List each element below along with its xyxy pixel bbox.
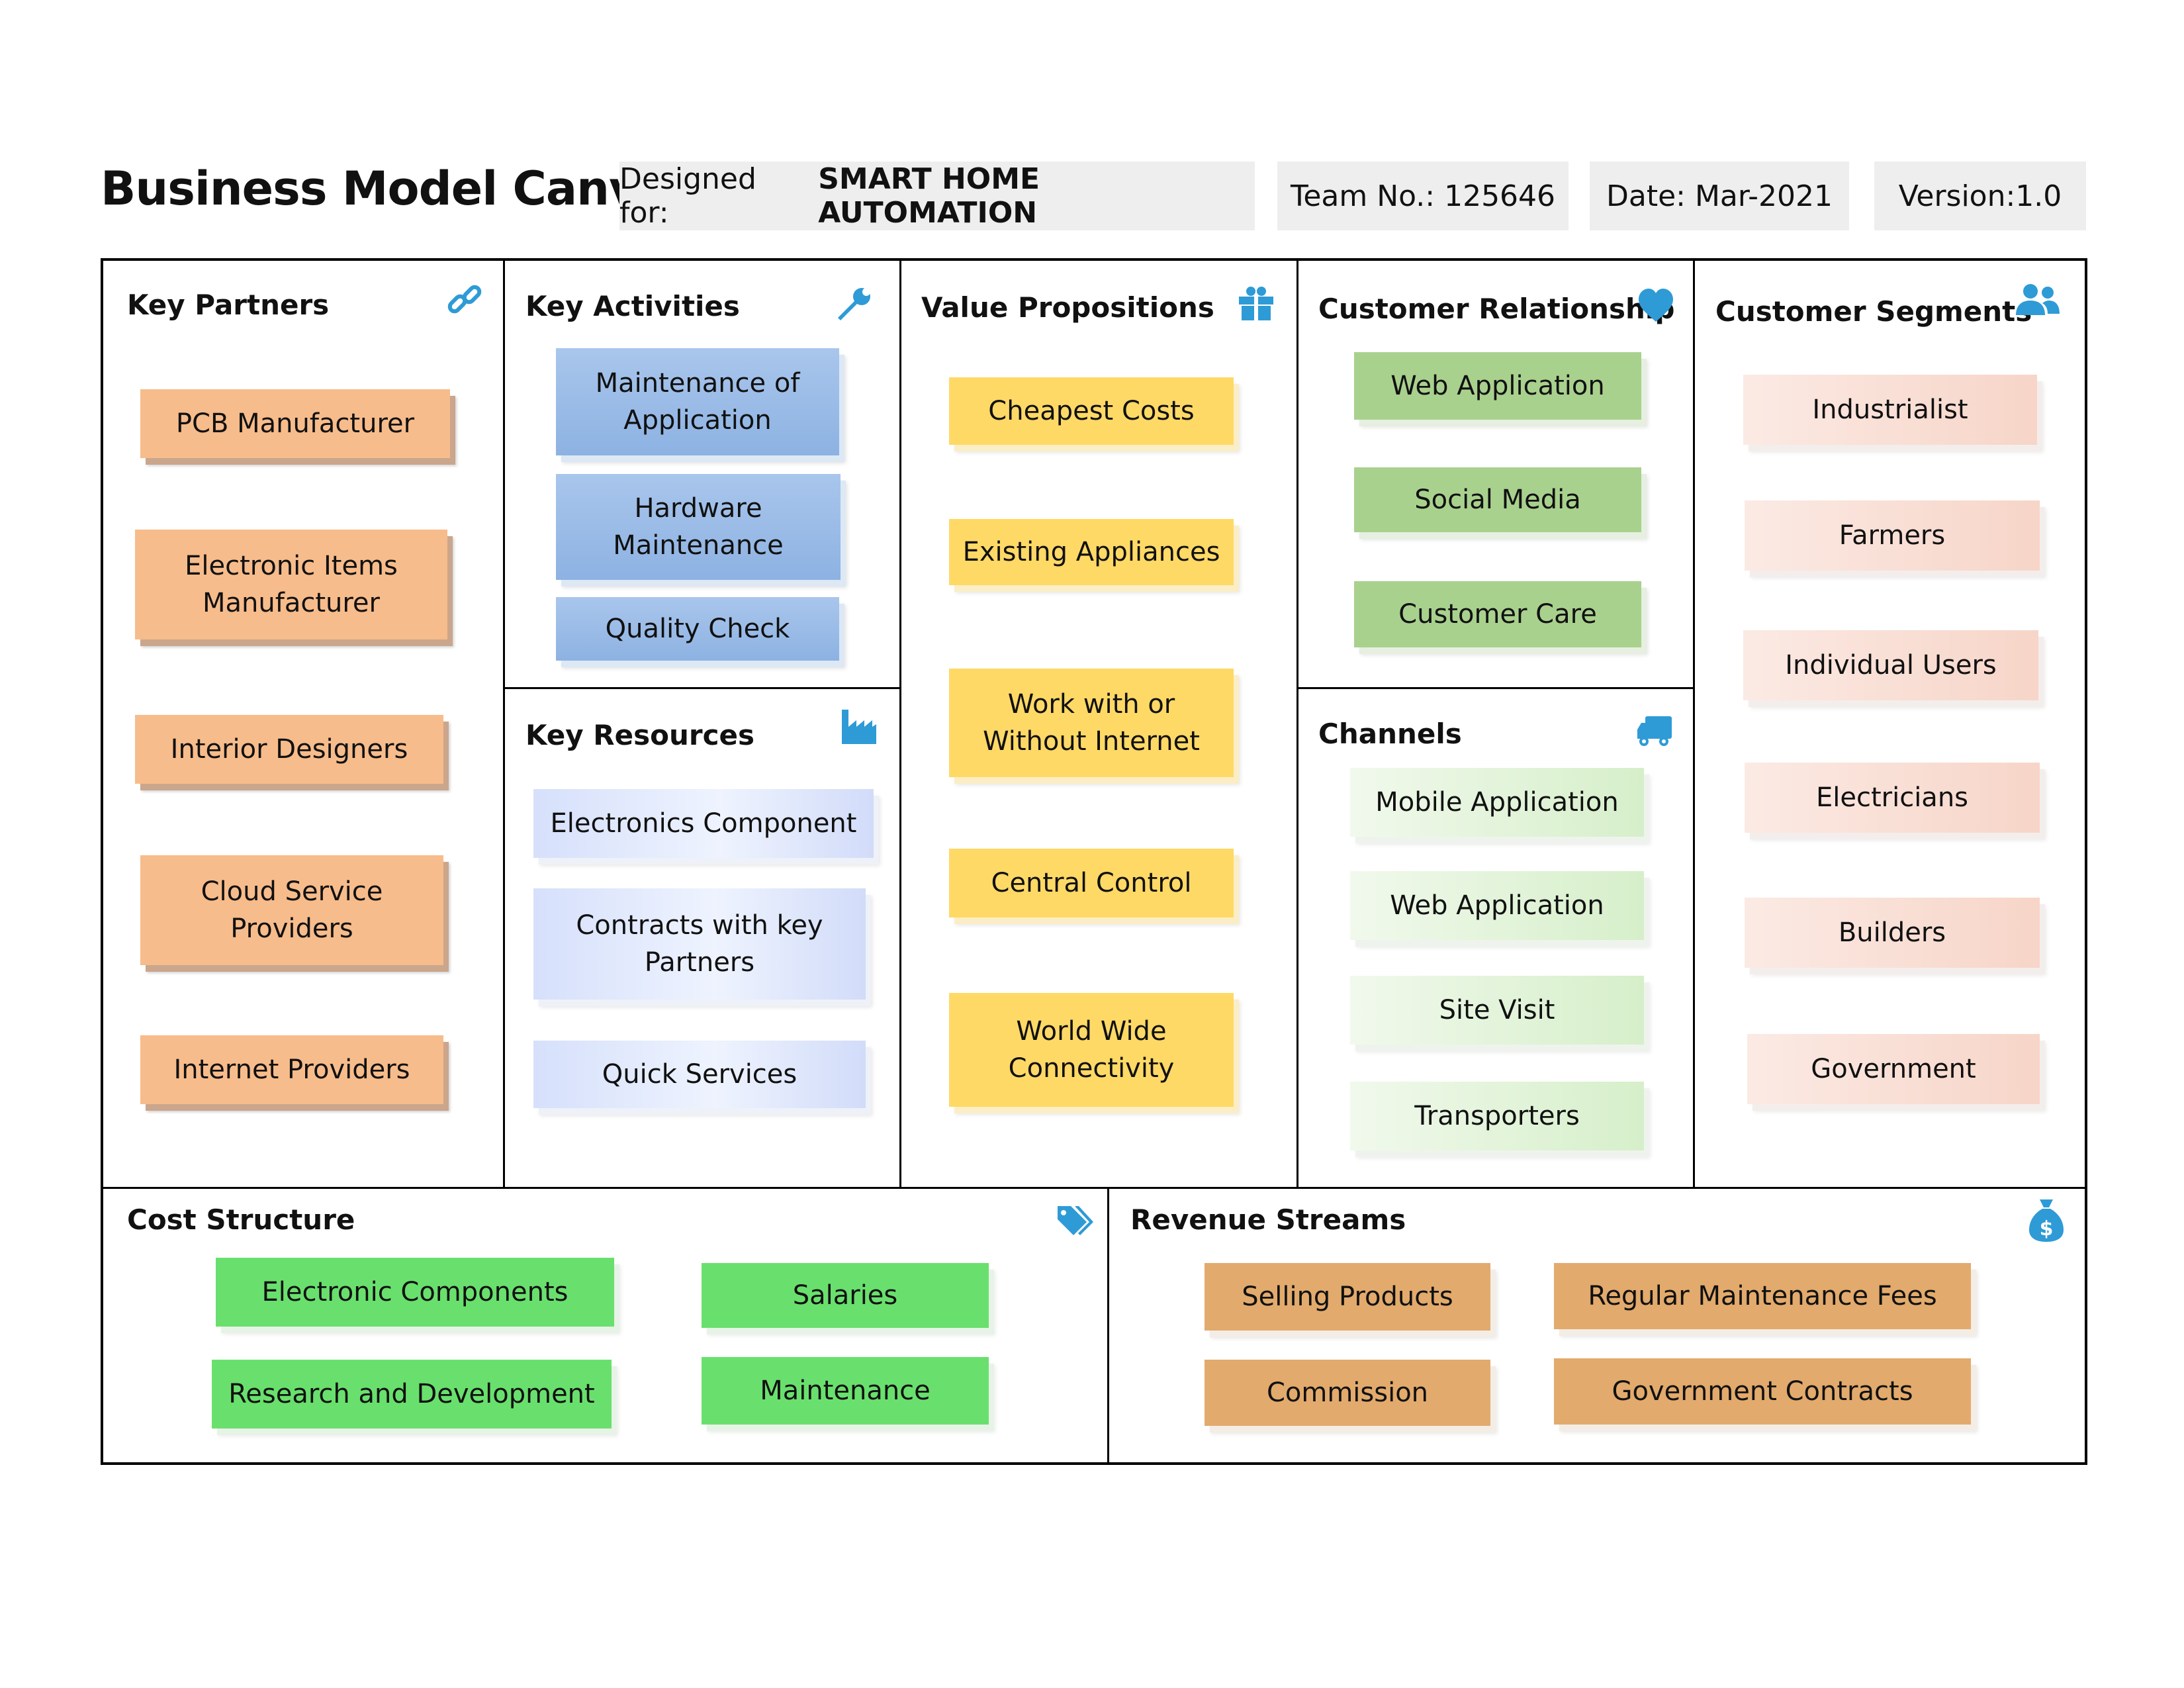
divider: [102, 1187, 2086, 1189]
key-activities-title: Key Activities: [525, 290, 740, 322]
list-item: Selling Products: [1205, 1263, 1490, 1331]
list-item: Social Media: [1354, 467, 1641, 532]
list-item: Individual Users: [1743, 630, 2038, 700]
list-item: Maintenance of Application: [556, 348, 839, 455]
channels-title: Channels: [1318, 718, 1462, 750]
divider: [1297, 259, 1298, 1188]
money-bag-icon: $: [2029, 1199, 2064, 1242]
list-item: Web Application: [1354, 352, 1641, 420]
list-item: Interior Designers: [135, 715, 443, 784]
users-icon: [2016, 284, 2060, 315]
divider: [1693, 259, 1695, 1188]
list-item: Web Application: [1350, 871, 1644, 940]
list-item: Work with or Without Internet: [949, 669, 1234, 777]
list-item: Mobile Application: [1350, 768, 1644, 837]
gift-icon: [1239, 287, 1273, 320]
list-item: Site Visit: [1350, 976, 1644, 1045]
list-item: Quick Services: [533, 1041, 866, 1108]
list-item: Electronic Components: [216, 1258, 614, 1327]
revenue-streams-title: Revenue Streams: [1130, 1203, 1406, 1236]
divider: [1297, 687, 1695, 689]
heart-icon: [1639, 289, 1673, 322]
list-item: Salaries: [702, 1263, 989, 1328]
list-item: Contracts with key Partners: [533, 888, 866, 1000]
divider: [503, 687, 901, 689]
canvas-frame: [101, 258, 2087, 1465]
list-item: Regular Maintenance Fees: [1554, 1263, 1971, 1329]
list-item: Builders: [1745, 898, 2040, 968]
list-item: Cheapest Costs: [949, 377, 1234, 445]
divider: [1107, 1187, 1109, 1464]
key-partners-title: Key Partners: [127, 289, 330, 321]
cost-structure-title: Cost Structure: [127, 1203, 355, 1236]
list-item: Industrialist: [1743, 375, 2037, 445]
designed-for-value: SMART HOME AUTOMATION: [818, 162, 1040, 230]
svg-text:$: $: [2040, 1217, 2054, 1241]
team-box: Team No.: 125646: [1277, 162, 1569, 230]
factory-icon: [842, 710, 876, 744]
list-item: Electronic Items Manufacturer: [135, 530, 447, 639]
value-propositions-title: Value Propositions: [921, 291, 1214, 324]
link-icon: [447, 285, 482, 314]
divider: [899, 259, 901, 1188]
list-item: World Wide Connectivity: [949, 993, 1234, 1107]
list-item: Maintenance: [702, 1357, 989, 1425]
tag-icon: [1055, 1206, 1093, 1235]
list-item: Research and Development: [212, 1360, 612, 1429]
designed-for-label: Designed for:: [619, 162, 756, 230]
list-item: Hardware Maintenance: [556, 474, 841, 580]
list-item: Internet Providers: [140, 1035, 443, 1104]
version-box: Version:1.0: [1874, 162, 2086, 230]
list-item: Government: [1747, 1034, 2040, 1104]
list-item: PCB Manufacturer: [140, 389, 450, 458]
page-title: Business Model Canvas: [101, 162, 697, 216]
list-item: Customer Care: [1354, 581, 1641, 647]
list-item: Farmers: [1745, 500, 2040, 571]
list-item: Electricians: [1745, 763, 2040, 833]
divider: [503, 259, 505, 1188]
list-item: Government Contracts: [1554, 1358, 1971, 1425]
wrench-icon: [838, 288, 870, 320]
list-item: Electronics Component: [533, 789, 874, 858]
list-item: Quality Check: [556, 597, 839, 661]
designed-for-box: Designed for: SMART HOME AUTOMATION: [619, 162, 1255, 230]
list-item: Cloud Service Providers: [140, 855, 443, 965]
list-item: Transporters: [1350, 1082, 1644, 1150]
customer-segments-title: Customer Segments: [1715, 295, 2032, 328]
truck-icon: [1637, 716, 1672, 746]
list-item: Existing Appliances: [949, 519, 1234, 585]
customer-relationship-title: Customer Relationship: [1318, 293, 1675, 325]
list-item: Central Control: [949, 849, 1234, 917]
date-box: Date: Mar-2021: [1590, 162, 1849, 230]
list-item: Commission: [1205, 1360, 1490, 1426]
key-resources-title: Key Resources: [525, 719, 754, 751]
